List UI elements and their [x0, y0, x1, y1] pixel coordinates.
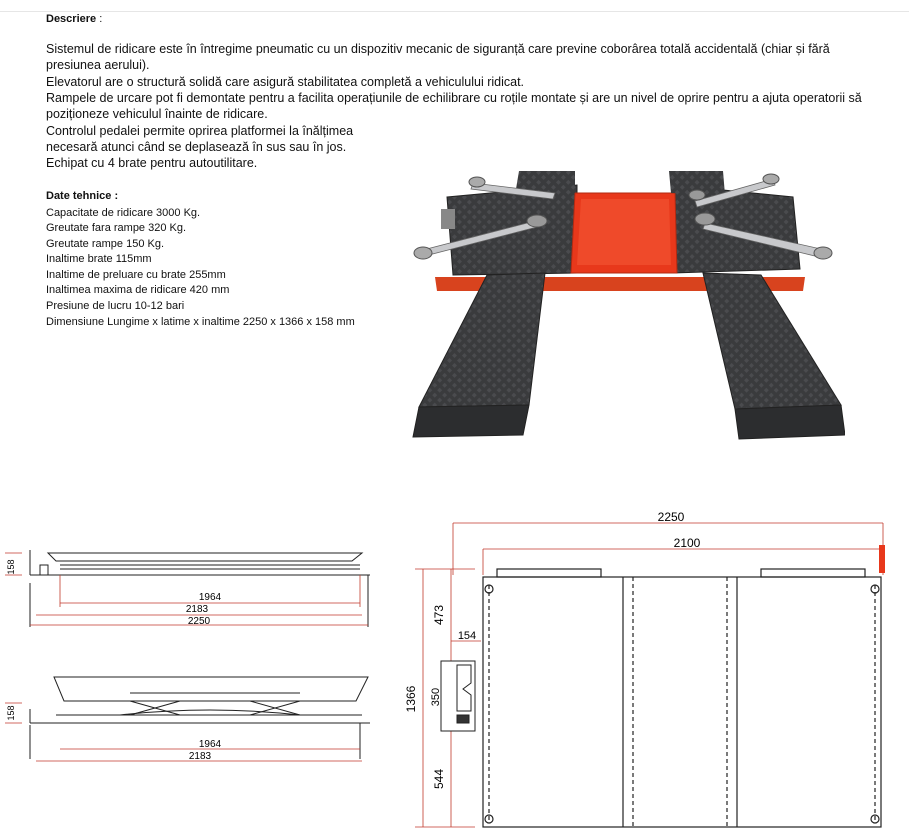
top-length-outer: 2250 [658, 510, 685, 524]
description-line: necesară atunci când se deplasează în su… [46, 140, 347, 154]
description-line: Rampele de urcare pot fi demontate pentr… [46, 91, 862, 105]
arm [694, 212, 833, 260]
top-divider [0, 11, 909, 12]
description-line: poziționeze vehiculul înainte de ridicar… [46, 107, 268, 121]
side-open-dim-outer: 2183 [189, 751, 212, 762]
description-line: Controlul pedalei permite oprirea platfo… [46, 124, 354, 138]
side-closed-height: 158 [6, 559, 16, 574]
top-offset: 154 [458, 630, 476, 642]
spec-item: Greutate rampe 150 Kg. [46, 238, 165, 250]
lift-product-photo [412, 171, 845, 440]
spec-item: Inaltime brate 115mm [46, 253, 152, 265]
top-seg-bottom: 544 [432, 769, 446, 789]
side-closed-dim-inner: 1964 [199, 592, 222, 603]
top-seg-mid: 350 [430, 688, 442, 706]
spec-item: Inaltimea maxima de ridicare 420 mm [46, 284, 230, 296]
side-open-height: 158 [6, 705, 16, 720]
description-heading: Descriere : [46, 13, 103, 25]
side-view-closed-drawing: 158 1964 2183 2250 [5, 550, 370, 627]
arm [413, 214, 548, 260]
description-line: Sistemul de ridicare este în întregime p… [46, 42, 830, 56]
arm [468, 176, 556, 200]
description-line: Echipat cu 4 brate pentru autoutilitare. [46, 156, 258, 170]
spec-item: Inaltime de preluare cu brate 255mm [46, 269, 226, 281]
side-closed-dim-mid: 2183 [186, 604, 209, 615]
spec-item: Capacitate de ridicare 3000 Kg. [46, 207, 201, 219]
spec-item: Greutate fara rampe 320 Kg. [46, 222, 187, 234]
spec-item: Presiune de lucru 10-12 bari [46, 300, 185, 312]
side-closed-dim-outer: 2250 [188, 616, 211, 627]
side-open-dim-inner: 1964 [199, 739, 222, 750]
spec-item: Dimensiune Lungime x latime x inaltime 2… [46, 316, 355, 328]
description-line: Elevatorul are o structură solidă care a… [46, 75, 525, 89]
top-length-inner: 2100 [674, 536, 701, 550]
side-view-open-drawing: 158 1964 2183 [5, 676, 370, 762]
technical-heading: Date tehnice : [46, 190, 119, 202]
arm [688, 173, 780, 208]
top-seg-top: 473 [432, 605, 446, 625]
description-line: presiunea aerului). [46, 58, 150, 72]
top-width-total: 1366 [405, 685, 418, 712]
top-view-drawing: 2250 2100 1366 473 350 544 154 [405, 510, 885, 828]
